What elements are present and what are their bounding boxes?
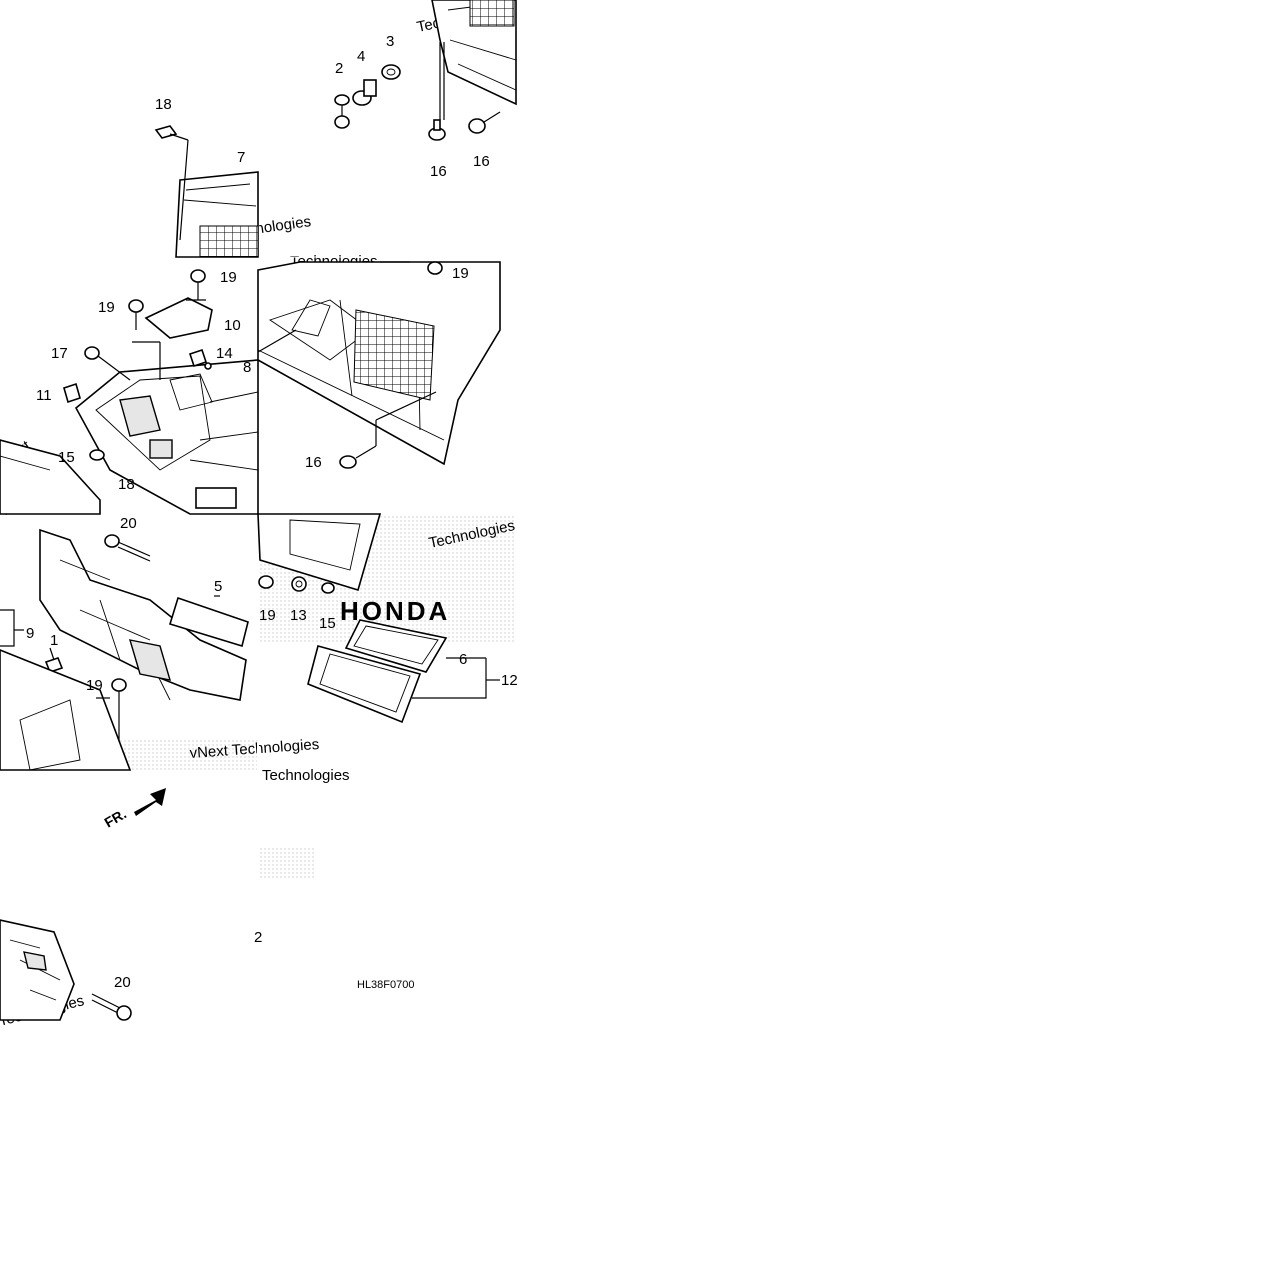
lower-left-panel-part — [0, 439, 101, 515]
bolt-part — [339, 445, 377, 469]
callout-2: 2 — [335, 60, 343, 77]
lower-bracket-part — [0, 919, 75, 1021]
callout-19: 19 — [98, 299, 115, 316]
dotted-background — [120, 740, 260, 770]
long-bolt-part — [104, 534, 151, 562]
grommet-part — [291, 576, 307, 592]
grommet-washer-part — [334, 94, 350, 129]
callout-14: 14 — [216, 345, 233, 362]
callout-18: 18 — [118, 476, 135, 493]
clip-part — [63, 382, 81, 404]
clip-part — [188, 348, 208, 368]
bolt-part — [84, 346, 131, 381]
callout-6: 6 — [459, 651, 467, 668]
seal-frame-part — [344, 619, 448, 673]
screw-part — [128, 299, 144, 330]
bolt-part — [352, 79, 377, 106]
callout-16: 16 — [473, 153, 490, 170]
callout-19: 19 — [259, 607, 276, 624]
leader-lines-mid-right — [257, 261, 437, 446]
callout-10: 10 — [224, 317, 241, 334]
vent-duct-part — [431, 0, 517, 120]
screw-part — [190, 269, 206, 300]
grommet-part — [204, 362, 212, 370]
front-direction-label: FR. — [102, 805, 130, 830]
callout-20: 20 — [120, 515, 137, 532]
callout-5: 5 — [214, 578, 222, 595]
long-bolt-part — [91, 993, 132, 1021]
callout-9: 9 — [26, 625, 34, 642]
callout-16: 16 — [305, 454, 322, 471]
clip-part — [154, 125, 189, 241]
callout-1: 1 — [50, 632, 58, 649]
callout-18: 18 — [155, 96, 172, 113]
bolt-part — [468, 111, 501, 134]
callout-15: 15 — [319, 615, 336, 632]
nut-part — [381, 64, 401, 80]
callout-17: 17 — [51, 345, 68, 362]
callout-19: 19 — [220, 269, 237, 286]
callout-16: 16 — [430, 163, 447, 180]
callout-15: 15 — [58, 449, 75, 466]
callout-3: 3 — [386, 33, 394, 50]
watermark-text: Technologies — [262, 767, 350, 784]
front-direction-arrow-icon — [134, 788, 166, 816]
dash-lower-panel-part — [0, 649, 132, 771]
glovebox-housing-part — [257, 261, 501, 466]
callout-7: 7 — [237, 149, 245, 166]
cover-plate-part — [144, 297, 213, 339]
callout-19: 19 — [86, 677, 103, 694]
side-bracket-part — [175, 171, 259, 258]
callout-20: 20 — [114, 974, 131, 991]
callout-12: 12 — [501, 672, 518, 689]
callout-11: 11 — [36, 387, 52, 404]
callout-8: 8 — [243, 359, 251, 376]
screw-part — [89, 449, 105, 461]
leader-lines-bottom-left — [0, 595, 220, 699]
leader-lines-bottom-right — [412, 657, 500, 699]
diagram-code: HL38F0700 — [357, 979, 415, 991]
bolt-part — [427, 261, 443, 275]
dotted-background — [258, 848, 316, 880]
callout-2: 2 — [254, 929, 262, 946]
glovebox-lid-part — [257, 513, 382, 592]
callout-13: 13 — [290, 607, 307, 624]
leader-lines-mid-left — [132, 299, 206, 380]
dash-frame-part — [39, 528, 249, 701]
callout-4: 4 — [357, 48, 365, 65]
bolt-part — [428, 119, 446, 141]
honda-watermark: HONDA — [340, 596, 450, 626]
lid-frame-part — [307, 645, 422, 724]
callout-19: 19 — [452, 265, 469, 282]
bolt-part — [258, 575, 274, 589]
clip-part — [321, 582, 335, 594]
dashboard-panel-part — [74, 359, 259, 515]
